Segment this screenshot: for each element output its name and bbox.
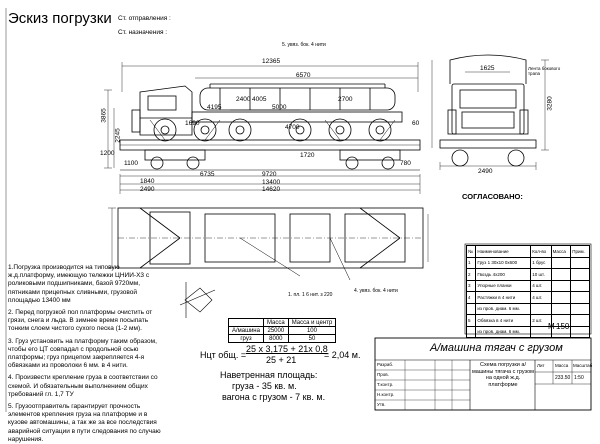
role-developer: Разраб. bbox=[377, 362, 394, 367]
dim-14620: 14620 bbox=[262, 186, 281, 193]
spec-scale-label: М bbox=[548, 322, 555, 331]
dim-1690: 1690 bbox=[185, 120, 200, 127]
dim-1720: 1720 bbox=[300, 152, 315, 159]
dim-60: 60 bbox=[412, 120, 420, 127]
role-norm-control: Н.контр. bbox=[377, 392, 395, 397]
mass-table: Масса Масса и центр А/машина 25000 100 г… bbox=[228, 318, 337, 343]
stamp-lit: Лит bbox=[537, 363, 545, 368]
dim-780: 780 bbox=[400, 160, 411, 167]
agreed-label: СОГЛАСОВАНО: bbox=[462, 192, 523, 201]
dim-1625: 1625 bbox=[480, 65, 495, 72]
stamp-mass: Масса bbox=[555, 363, 569, 368]
mass-header: Масса bbox=[262, 318, 289, 327]
detail-sketch bbox=[179, 282, 216, 318]
spec-qty: 150 bbox=[556, 322, 570, 331]
bogie-left bbox=[144, 149, 206, 170]
role-approved: Утв. bbox=[377, 402, 386, 407]
calc-label: Нцт общ. = bbox=[200, 350, 247, 360]
table-row: из пров. диам. 6 мм. bbox=[465, 325, 590, 338]
top-view-platform bbox=[117, 207, 424, 281]
stamp-title: А/машина тягач с грузом bbox=[430, 342, 563, 354]
truck-tank bbox=[191, 83, 403, 123]
callout-1: 1. пл. 1 6 нит. з 220 bbox=[288, 292, 333, 298]
loading-sketch-drawing bbox=[5, 8, 592, 412]
leeward-cargo: груза - 35 кв. м. bbox=[232, 381, 297, 391]
dim-13400: 13400 bbox=[262, 179, 281, 186]
stamp-subtitle: Схема погрузки а/машины тягача с грузом … bbox=[472, 362, 534, 388]
dim-3280: 3280 bbox=[546, 96, 554, 111]
calc-numerator: 25 х 3,175 + 21х 0,8 bbox=[246, 344, 328, 354]
dim-3865: 3865 bbox=[100, 108, 108, 123]
stamp-scale: Масштаб bbox=[573, 363, 593, 368]
role-tech-control: Т.контр. bbox=[377, 382, 394, 387]
note-4: 4. Произвести крепление груза в соответс… bbox=[8, 374, 158, 398]
center-header: Масса и центр bbox=[287, 318, 337, 327]
table-row: А/машина 25000 100 bbox=[228, 326, 337, 335]
station-departure-label: Ст. отправления : bbox=[118, 15, 171, 22]
note-1: 1.Погрузка производится на типовую ж.д.п… bbox=[8, 264, 150, 304]
role-checker: Пров. bbox=[377, 372, 389, 377]
calc-denominator: 25 + 21 bbox=[266, 355, 297, 365]
dim-2490-front: 2490 bbox=[478, 168, 493, 175]
mass-table-corner bbox=[228, 318, 264, 327]
dim-12365: 12365 bbox=[262, 58, 281, 65]
tape-note: Лента бокового трапа bbox=[528, 66, 561, 76]
dim-2490-side: 2490 bbox=[140, 186, 155, 193]
dim-1840: 1840 bbox=[140, 178, 155, 185]
dim-2700: 2700 bbox=[338, 96, 353, 103]
dim-5000: 5000 bbox=[272, 104, 287, 111]
dim-6735: 6735 bbox=[200, 171, 215, 178]
note-5: 5. Грузоотправитель гарантирует прочност… bbox=[8, 403, 161, 443]
notes-block: 1.Погрузка производится на типовую ж.д.п… bbox=[8, 264, 168, 444]
calc-result: = 2,04 м. bbox=[324, 350, 361, 360]
front-view-truck bbox=[439, 54, 537, 167]
callout-5: 5. увяз. бок. 4 нити bbox=[282, 42, 326, 48]
truck-wheels bbox=[153, 118, 392, 142]
bogie-right bbox=[339, 149, 401, 170]
dim-1200: 1200 bbox=[100, 150, 115, 157]
note-2: 2. Перед погрузкой пол платформы очистит… bbox=[8, 309, 153, 333]
table-row: из пров. диам. 6 мм. bbox=[465, 302, 590, 315]
dim-9720: 9720 bbox=[262, 171, 277, 178]
callout-4: 4. увяз. бок. 4 нити bbox=[354, 288, 398, 294]
table-row: груз 8000 50 bbox=[228, 334, 337, 343]
dim-4005: 4005 bbox=[252, 96, 267, 103]
leeward-wagon: вагона с грузом - 7 кв. м. bbox=[222, 392, 326, 402]
dim-2400: 2400 bbox=[236, 96, 251, 103]
stamp-scale-value: 1:50 bbox=[574, 375, 584, 381]
dim-6570: 6570 bbox=[296, 72, 311, 79]
dim-4195: 4195 bbox=[207, 104, 222, 111]
dim-4700: 4700 bbox=[285, 124, 300, 131]
note-3: 3. Груз установить на платформу таким об… bbox=[8, 337, 157, 370]
dim-2245: 2245 bbox=[114, 128, 122, 143]
dim-1100: 1100 bbox=[124, 160, 138, 167]
page-title: Эскиз погрузки bbox=[8, 10, 112, 27]
station-destination-label: Ст. назначения : bbox=[118, 29, 168, 36]
leeward-title: Наветренная площадь: bbox=[220, 370, 318, 380]
stamp-mass-value: 233.50 bbox=[555, 375, 571, 381]
